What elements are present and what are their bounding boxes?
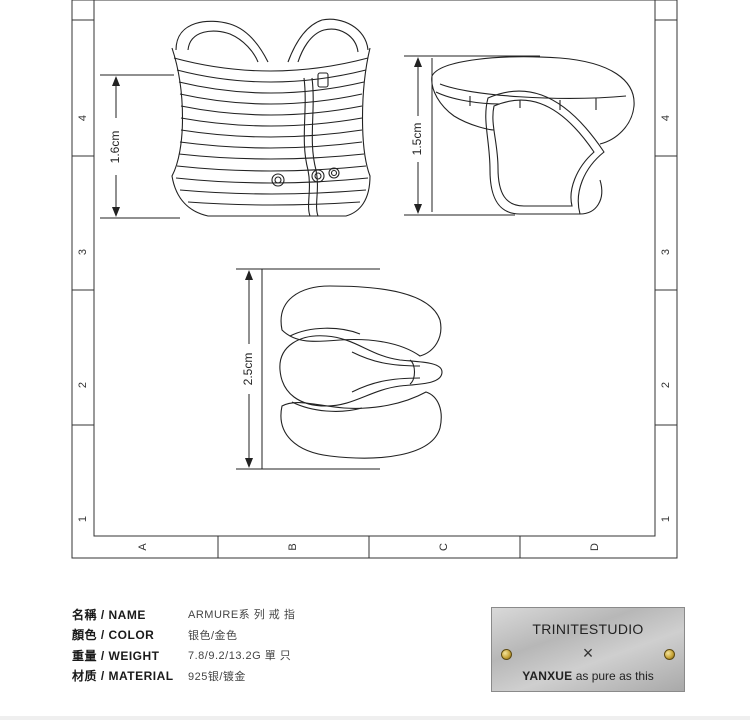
plate-separator: × [582, 643, 594, 663]
footer-divider [0, 716, 750, 720]
ring-front-view [171, 18, 371, 217]
technical-drawing-sheet: 4 3 2 1 4 3 2 1 A B C D [71, 0, 678, 559]
bottom-zone-label-b: B [287, 543, 299, 550]
ring-top-view [262, 268, 443, 470]
spec-label-weight: 重量 / WEIGHT [72, 648, 160, 663]
ring-side-view [431, 56, 635, 215]
spec-value-color: 银色/金色 [188, 629, 238, 642]
brand-plate: TRINITESTUDIO × YANXUE as pure as this [491, 607, 685, 692]
right-zone-label-1: 1 [660, 516, 672, 522]
left-zone-label-2: 2 [77, 382, 89, 388]
spec-row-name: 名稱 / NAME ARMURE系 列 戒 指 [72, 604, 392, 625]
plate-brand-top: TRINITESTUDIO [532, 621, 644, 637]
side-height-dimension [404, 55, 540, 216]
plate-tagline: as pure as this [575, 669, 654, 683]
left-zone-label-1: 1 [77, 516, 89, 522]
plate-rivet-left-icon [501, 649, 512, 660]
bottom-zone-label-d: D [589, 543, 601, 551]
right-zone-label-2: 2 [660, 382, 672, 388]
spec-label-color: 顏色 / COLOR [72, 628, 155, 643]
plate-rivet-right-icon [664, 649, 675, 660]
right-zone-label-4: 4 [660, 115, 672, 121]
spec-row-material: 材质 / MATERIAL 925银/镀金 [72, 666, 392, 687]
spec-value-weight: 7.8/9.2/13.2G 單 只 [188, 650, 292, 663]
plate-brand-name: YANXUE [522, 669, 573, 683]
bottom-zone-label-c: C [438, 543, 450, 551]
bottom-zone-label-a: A [137, 543, 149, 551]
side-height-label: 1.5cm [410, 123, 424, 156]
top-width-dimension [236, 268, 263, 470]
spec-label-material: 材质 / MATERIAL [72, 669, 174, 684]
spec-label-name: 名稱 / NAME [72, 607, 146, 622]
front-height-dimension [100, 74, 180, 219]
outer-frame [71, 0, 678, 559]
spec-value-material: 925银/镀金 [188, 670, 246, 683]
top-width-label: 2.5cm [241, 353, 255, 386]
spec-value-name: ARMURE系 列 戒 指 [188, 609, 296, 622]
spec-row-color: 顏色 / COLOR 银色/金色 [72, 625, 392, 646]
spec-row-weight: 重量 / WEIGHT 7.8/9.2/13.2G 單 只 [72, 645, 392, 666]
product-spec-list: 名稱 / NAME ARMURE系 列 戒 指 顏色 / COLOR 银色/金色… [72, 604, 392, 686]
front-height-label: 1.6cm [108, 131, 122, 164]
inner-frame [93, 0, 656, 537]
plate-brand-bottom: YANXUE as pure as this [492, 669, 684, 683]
left-zone-label-4: 4 [77, 115, 89, 121]
left-zone-label-3: 3 [77, 249, 89, 255]
right-zone-label-3: 3 [660, 249, 672, 255]
